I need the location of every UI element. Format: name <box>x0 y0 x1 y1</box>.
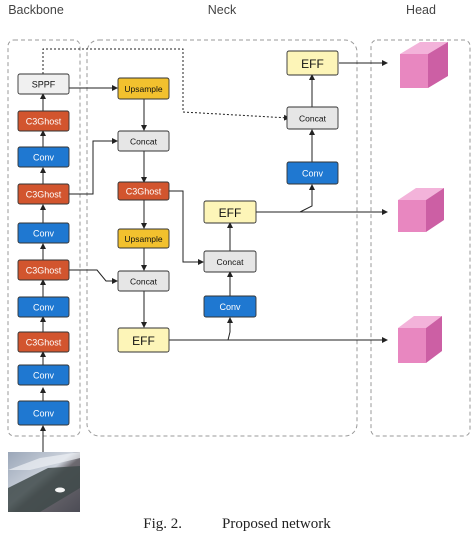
block-conv-top: Conv <box>286 161 339 185</box>
block-eff-3-label: EFF <box>301 57 324 71</box>
block-conv-0: Conv <box>17 400 70 426</box>
figure-caption: Fig. 2. Proposed network <box>0 516 474 533</box>
block-upsample-2: Upsample <box>117 228 170 249</box>
block-c3ghost-1: C3Ghost <box>17 331 70 353</box>
neck-title: Neck <box>208 3 237 17</box>
block-conv-1: Conv <box>17 364 70 386</box>
block-concat-1: Concat <box>117 130 170 152</box>
block-eff-2: EFF <box>203 200 257 224</box>
block-eff-3: EFF <box>286 50 339 76</box>
block-upsample-1: Upsample <box>117 77 170 100</box>
block-conv-3: Conv <box>17 222 70 244</box>
backbone-container <box>7 39 81 437</box>
block-conv-mid: Conv <box>203 295 257 318</box>
block-concat-1-label: Concat <box>130 137 158 147</box>
block-concat-2: Concat <box>117 270 170 292</box>
block-conv-4: Conv <box>17 146 70 168</box>
neck-container <box>86 39 358 437</box>
block-eff-2-label: EFF <box>219 206 242 220</box>
block-c3ghost-neck: C3Ghost <box>117 181 170 201</box>
head-output-3 <box>398 316 442 363</box>
block-conv-top-label: Conv <box>302 169 324 179</box>
block-c3ghost-3: C3Ghost <box>17 183 70 205</box>
block-upsample-2-label: Upsample <box>124 234 163 244</box>
block-c3ghost-1-label: C3Ghost <box>26 338 62 348</box>
head-output-1 <box>400 42 448 88</box>
input-image <box>8 452 80 512</box>
block-concat-4: Concat <box>286 106 339 130</box>
block-c3ghost-neck-label: C3Ghost <box>126 187 162 197</box>
block-concat-4-label: Concat <box>299 114 327 124</box>
block-sppf: SPPF <box>17 73 70 95</box>
backbone-title: Backbone <box>8 3 64 17</box>
head-output-2 <box>398 188 444 232</box>
block-conv-1-label: Conv <box>33 371 55 381</box>
block-concat-3-label: Concat <box>217 257 245 267</box>
block-c3ghost-2: C3Ghost <box>17 259 70 281</box>
block-concat-3: Concat <box>203 250 257 273</box>
head-container <box>370 39 471 437</box>
block-sppf-label: SPPF <box>32 80 56 90</box>
block-conv-2-label: Conv <box>33 303 55 313</box>
network-diagram: Backbone Neck Head <box>7 3 471 512</box>
block-conv-mid-label: Conv <box>219 302 241 312</box>
block-c3ghost-4: C3Ghost <box>17 110 70 132</box>
block-concat-2-label: Concat <box>130 277 158 287</box>
head-title: Head <box>406 3 436 17</box>
block-eff-1: EFF <box>117 327 170 353</box>
block-conv-0-label: Conv <box>33 409 55 419</box>
connections <box>40 48 388 452</box>
block-c3ghost-4-label: C3Ghost <box>26 117 62 127</box>
block-c3ghost-2-label: C3Ghost <box>26 266 62 276</box>
block-conv-4-label: Conv <box>33 153 55 163</box>
block-c3ghost-3-label: C3Ghost <box>26 190 62 200</box>
block-conv-2: Conv <box>17 296 70 318</box>
block-upsample-1-label: Upsample <box>124 84 163 94</box>
figure-caption-text: Proposed network <box>222 516 331 532</box>
figure-number: Fig. 2. <box>143 516 182 532</box>
block-eff-1-label: EFF <box>132 334 155 348</box>
block-conv-3-label: Conv <box>33 229 55 239</box>
